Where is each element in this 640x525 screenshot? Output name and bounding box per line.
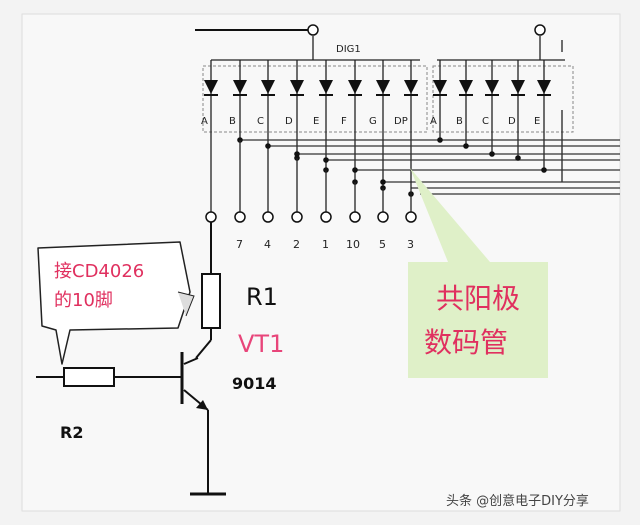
common-anode-line	[195, 24, 565, 61]
digit1-led-4	[290, 60, 304, 132]
junction-dot	[489, 151, 495, 157]
segment-diodes	[204, 60, 418, 132]
segment-label-a: A	[201, 116, 208, 127]
callout-cd4026-line1: 接CD4026	[54, 261, 144, 282]
resistor-r2	[36, 367, 182, 387]
callout-common-anode	[408, 168, 548, 378]
pin-terminals	[205, 140, 417, 223]
display-outline	[202, 65, 428, 133]
digit1-led-3	[261, 60, 275, 132]
digit1-led-2	[233, 60, 247, 132]
junction-dot	[323, 157, 329, 163]
segment-label-a-2: A	[430, 116, 437, 127]
junction-dot	[265, 143, 271, 149]
pin-number-4: 4	[264, 238, 271, 251]
segment-label-c: C	[257, 116, 264, 127]
watermark-text: 头条 @创意电子DIY分享	[446, 493, 589, 509]
digit2-led-3	[485, 60, 499, 132]
segment-label-f: F	[341, 116, 347, 127]
pin-number-2: 2	[293, 238, 300, 251]
segment-label-d: D	[285, 116, 293, 127]
digit1-led-1	[204, 60, 218, 132]
segment-label-c-2: C	[482, 116, 489, 127]
display-name: DIG1	[336, 44, 361, 55]
transistor-model-label: 9014	[232, 374, 277, 393]
digit1-led-7	[376, 60, 390, 132]
segment-label-b: B	[229, 116, 236, 127]
junction-dot	[541, 167, 547, 173]
segment-label-e-2: E	[534, 116, 540, 127]
callout-cd4026	[37, 241, 195, 365]
segment-label-g: G	[369, 116, 377, 127]
digit2-led-2	[459, 60, 473, 132]
pin-number-5: 5	[379, 238, 386, 251]
digit2-led-4	[511, 60, 525, 132]
resistor-r1	[195, 222, 221, 359]
pin-number-7: 7	[236, 238, 243, 251]
digit2-led-1	[433, 60, 447, 132]
callout-common-anode-line2: 数码管	[424, 326, 508, 359]
digit1-led-8	[404, 60, 418, 132]
junction-dot	[437, 137, 443, 143]
segment-label-e: E	[313, 116, 319, 127]
digit2-led-5	[537, 60, 551, 132]
callout-common-anode-line1: 共阳极	[436, 282, 520, 315]
segment-bus	[240, 139, 620, 195]
pin-number-3: 3	[407, 238, 414, 251]
digit1-led-6	[348, 60, 362, 132]
segment-label-d-2: D	[508, 116, 516, 127]
junction-dot	[352, 167, 358, 173]
pin-number-1: 1	[322, 238, 329, 251]
junction-dot	[463, 143, 469, 149]
segment-label-dp: DP	[394, 116, 408, 127]
display-outline-second	[432, 65, 574, 133]
segment-label-b-2: B	[456, 116, 463, 127]
segment-diodes-second	[433, 60, 551, 132]
callout-cd4026-line2: 的10脚	[54, 290, 113, 311]
digit1-led-5	[319, 60, 333, 132]
vt1-label: VT1	[238, 330, 284, 358]
r1-label: R1	[246, 283, 278, 311]
junction-dot	[515, 155, 521, 161]
r2-label: R2	[60, 423, 83, 442]
pin-number-10: 10	[346, 238, 360, 251]
junction-dot	[294, 151, 300, 157]
junction-dot	[380, 179, 386, 185]
